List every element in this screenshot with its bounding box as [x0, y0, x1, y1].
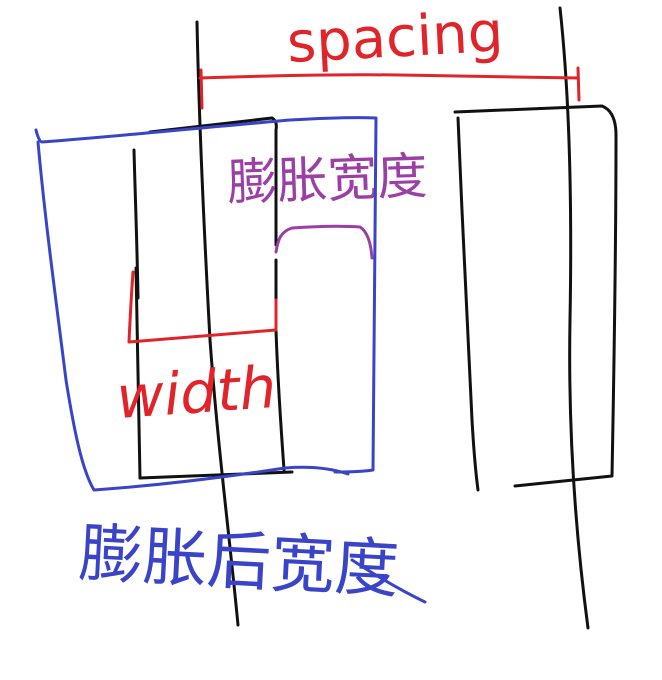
- spacing-label: spacing: [285, 0, 505, 76]
- expanded-width-label: 膨胀宽度: [226, 147, 428, 212]
- spacing-arrow-left-tick: [199, 68, 204, 110]
- right-guide-line: [558, 6, 590, 630]
- left-item-bottom-edge: [138, 470, 294, 480]
- expanded-width-bracket: [274, 224, 374, 260]
- expanded-outline-left-bottom: [36, 140, 350, 492]
- width-label: width: [114, 353, 278, 432]
- expanded-outline: [34, 116, 378, 474]
- left-guide-line: [195, 20, 240, 627]
- after-expanded-width-label: 膨胀后宽度: [77, 517, 400, 608]
- left-item-left-edge: [132, 148, 142, 480]
- spacing-arrow-line: [198, 73, 580, 80]
- width-bracket: [127, 270, 278, 344]
- label-underline-tail: [350, 558, 427, 604]
- right-item-outline: [456, 116, 480, 492]
- spacing-arrow-right-tick: [576, 66, 581, 102]
- right-item-top-right: [453, 104, 618, 488]
